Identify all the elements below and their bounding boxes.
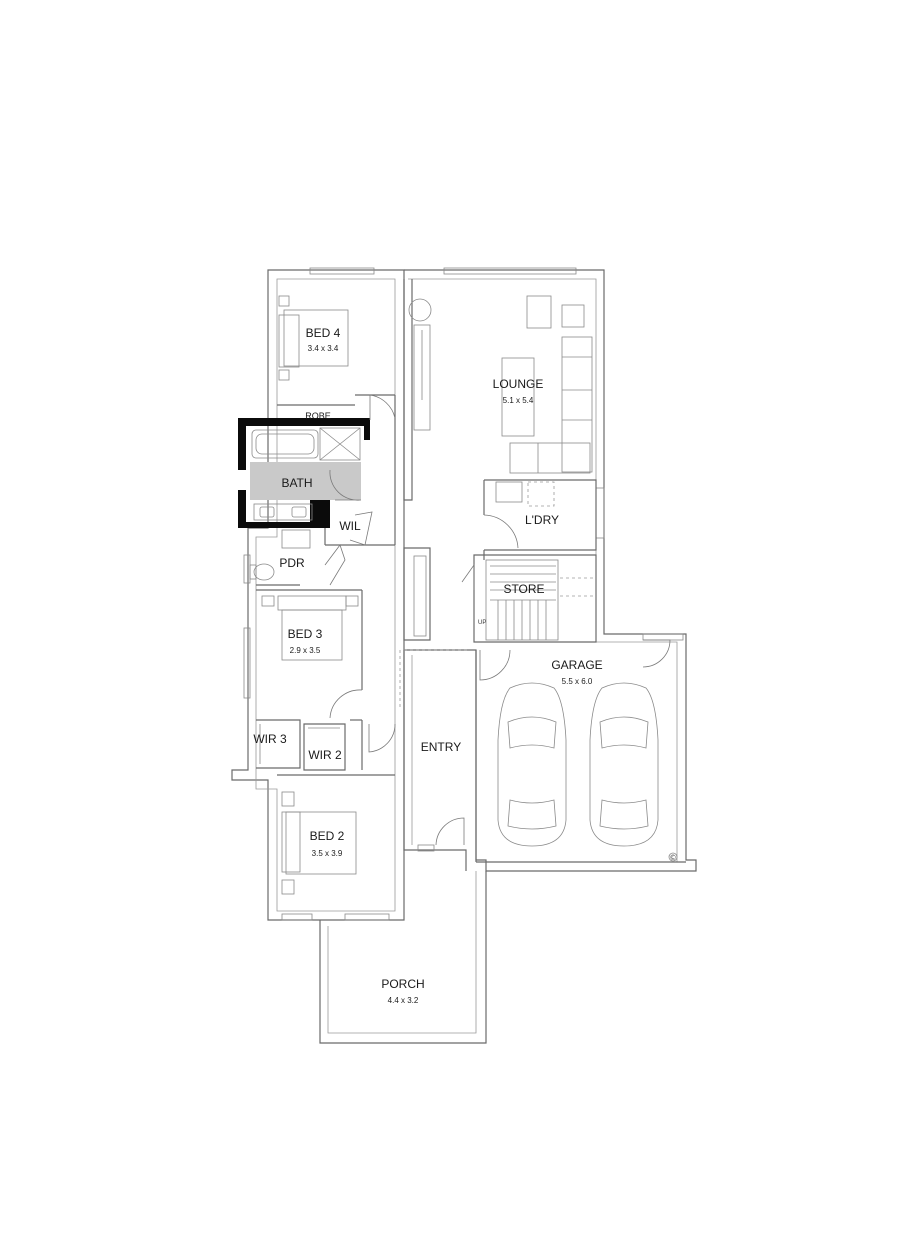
room-label-lounge: LOUNGE [493, 377, 544, 391]
room-label-robe: ROBE [305, 411, 331, 421]
room-label-wir3: WIR 3 [253, 732, 287, 746]
room-size-garage: 5.5 x 6.0 [562, 677, 593, 686]
room-label-garage: GARAGE [551, 658, 602, 672]
room-label-porch: PORCH [381, 977, 424, 991]
room-label-wil: WIL [339, 519, 361, 533]
room-label-ldry: L'DRY [525, 513, 559, 527]
room-size-bed4: 3.4 x 3.4 [308, 344, 339, 353]
car-left [497, 682, 567, 847]
room-label-bed3: BED 3 [288, 627, 323, 641]
room-label-bed2: BED 2 [310, 829, 345, 843]
stairs: UP [478, 559, 594, 641]
room-label-wir2: WIR 2 [308, 748, 342, 762]
furniture [249, 295, 593, 895]
car-right [589, 682, 659, 847]
room-size-bed2: 3.5 x 3.9 [312, 849, 343, 858]
copyright-mark: © [670, 854, 677, 862]
room-label-bath: BATH [281, 476, 312, 490]
room-label-store: STORE [503, 582, 544, 596]
room-label-entry: ENTRY [421, 740, 461, 754]
room-size-bed3: 2.9 x 3.5 [290, 646, 321, 655]
stair-up-label: UP [478, 620, 486, 626]
room-label-pdr: PDR [279, 556, 305, 570]
doors [324, 394, 671, 852]
outer-walls [231, 267, 697, 1044]
room-label-bed4: BED 4 [306, 326, 341, 340]
room-labels: BED 4 3.4 x 3.4 ROBE BATH WIL PDR BED 3 … [253, 326, 676, 1005]
room-size-porch: 4.4 x 3.2 [388, 996, 419, 1005]
garage-cars [497, 682, 678, 862]
bath-block [238, 418, 370, 528]
interior-walls [248, 279, 686, 863]
room-size-lounge: 5.1 x 5.4 [503, 396, 534, 405]
